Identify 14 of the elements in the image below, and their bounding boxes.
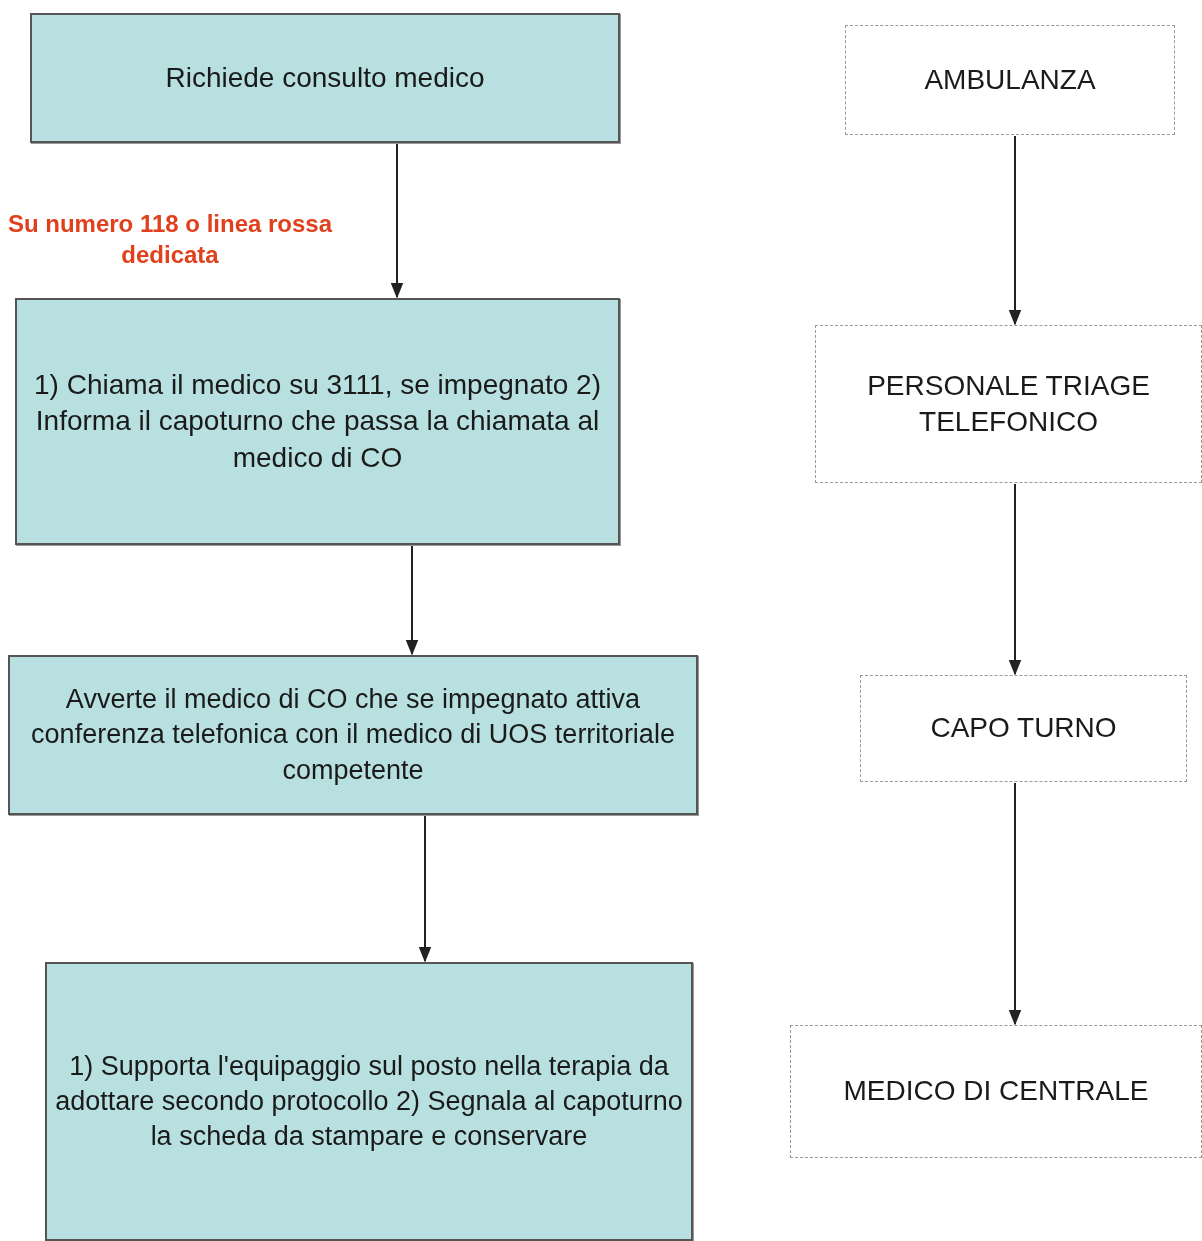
process-box: Richiede consulto medico [30,13,620,143]
role-box: CAPO TURNO [860,675,1187,782]
arrow [1008,782,1022,1026]
arrow [418,815,432,963]
role-box: MEDICO DI CENTRALE [790,1025,1202,1158]
arrow [405,545,419,656]
process-box: Avverte il medico di CO che se impegnato attiva conferenza telefonica con il medico di UOS territoriale competente [8,655,698,815]
role-box: PERSONALE TRIAGE TELEFONICO [815,325,1202,483]
arrow [1008,483,1022,676]
process-box: 1) Chiama il medico su 3111, se impegnato 2) Informa il capoturno che passa la chiamata al medico di CO [15,298,620,545]
role-box: AMBULANZA [845,25,1175,135]
arrow [1008,135,1022,326]
arrow [390,143,404,299]
process-box: 1) Supporta l'equipaggio sul posto nella terapia da adottare secondo protocollo 2) Segnala al capoturno la scheda da stampare e conservare [45,962,693,1241]
